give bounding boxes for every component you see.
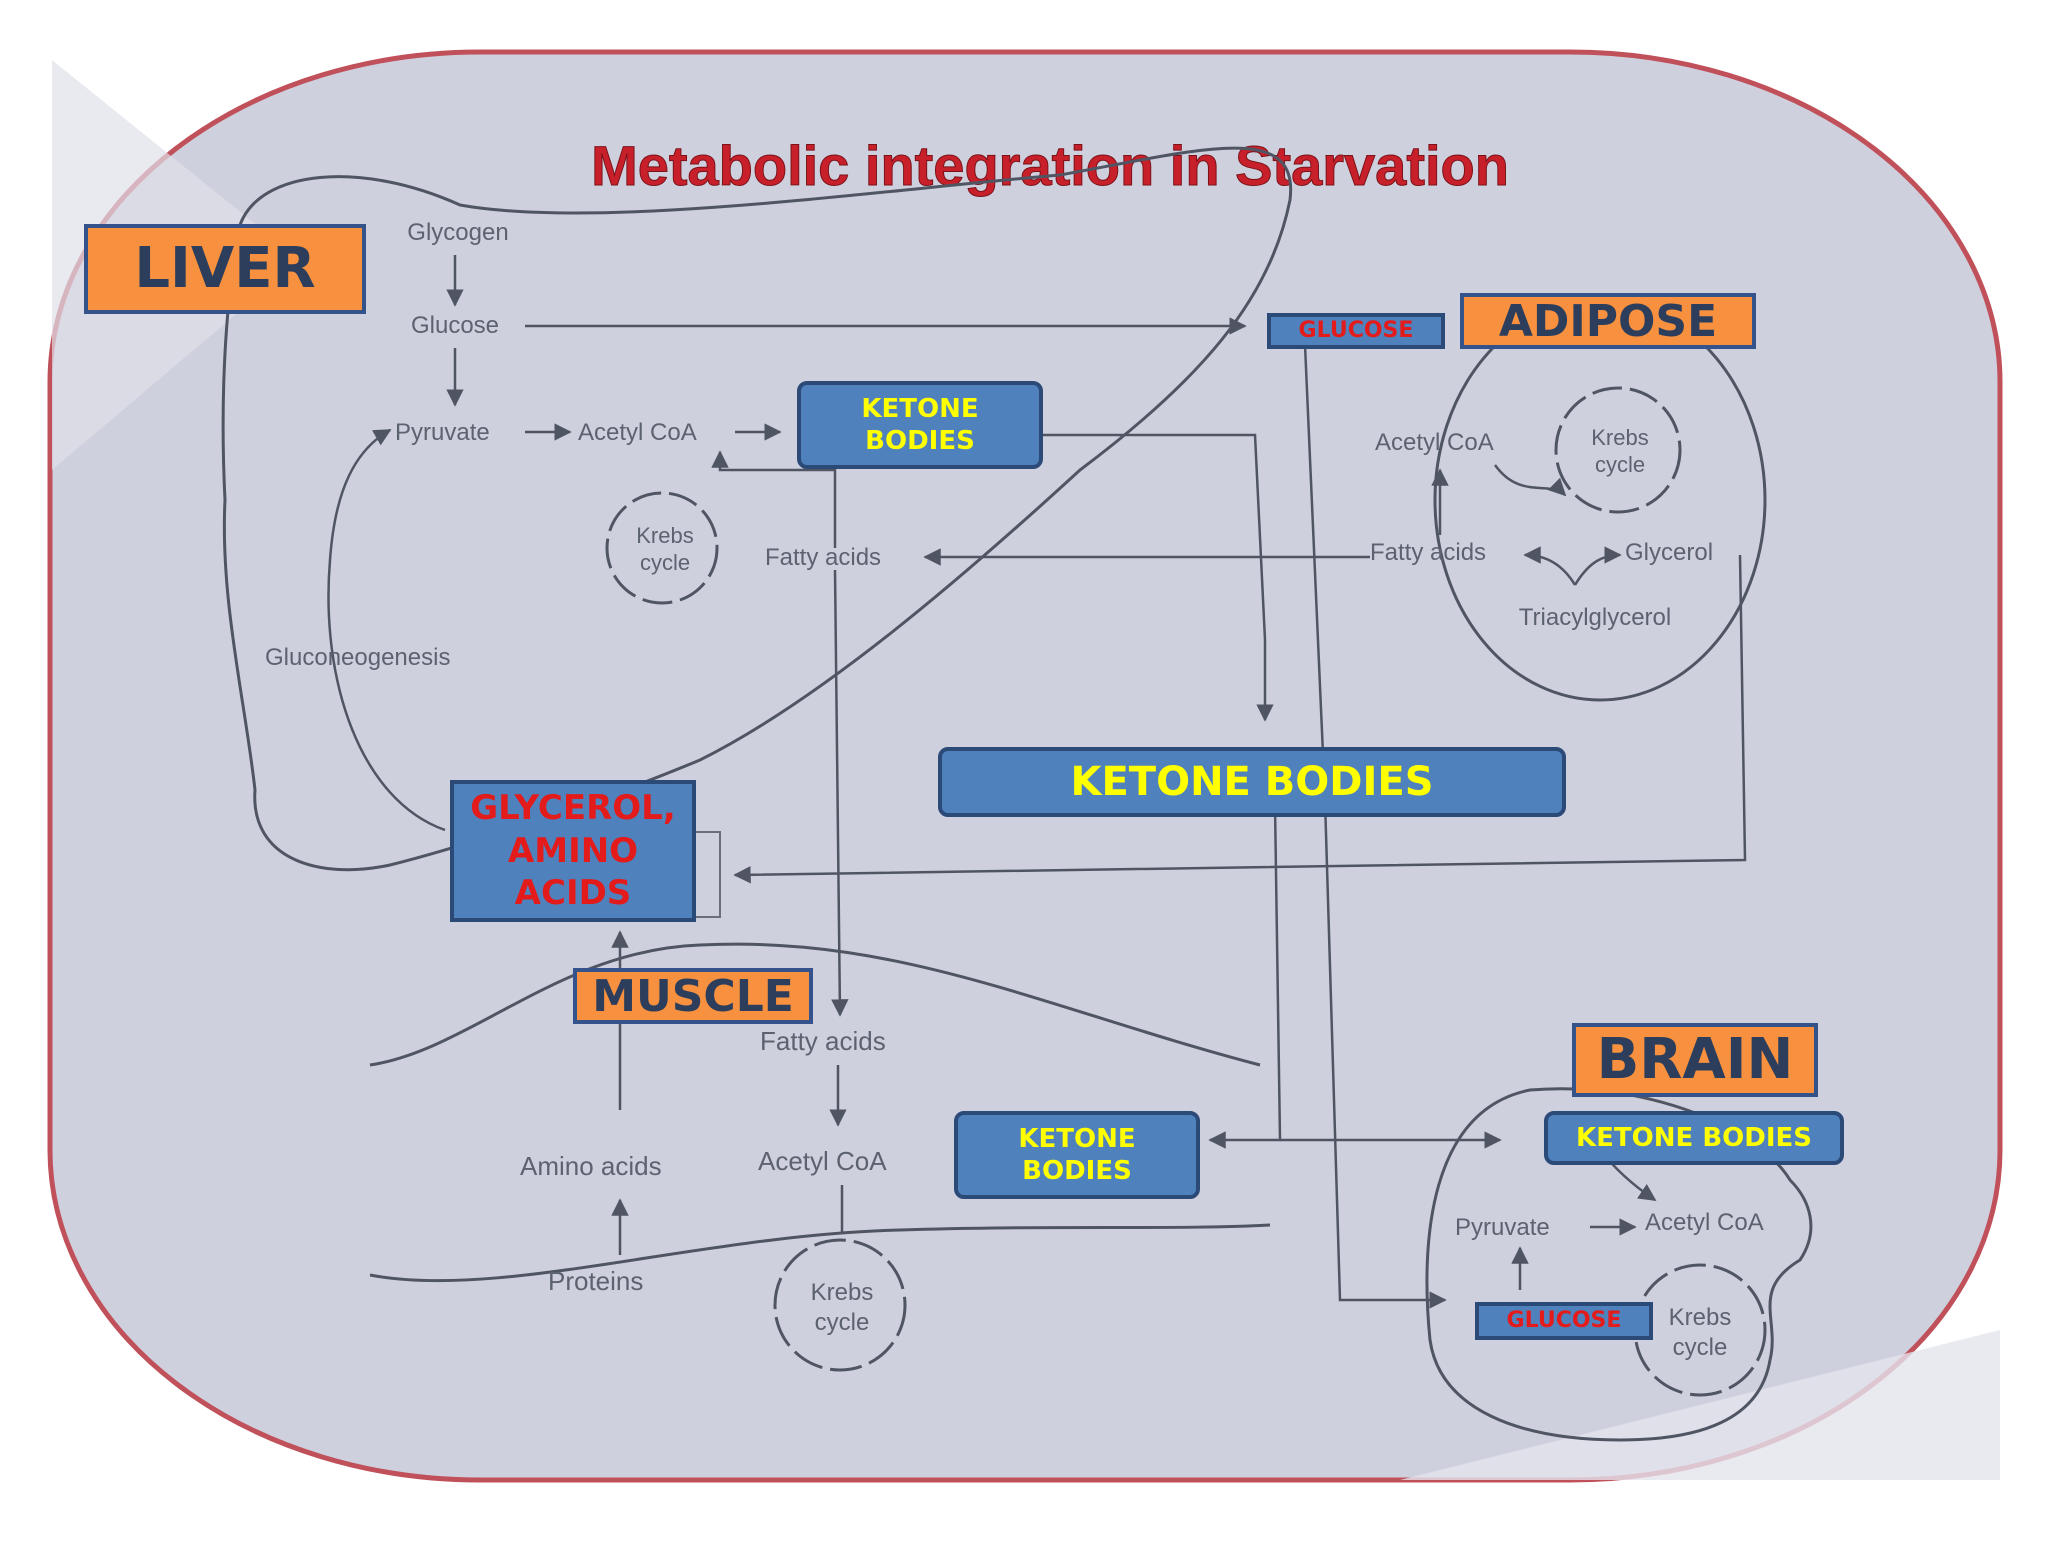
organ-label-liver: LIVER: [84, 224, 366, 314]
liver-glucose: Glucose: [411, 312, 499, 339]
arrow-glycerol-to-liver: [733, 554, 1747, 884]
brain-krebs-label-1: Krebs: [1669, 1304, 1732, 1331]
organ-label-adipose: ADIPOSE: [1460, 293, 1756, 349]
liver-boundary: [221, 146, 1293, 872]
decor-triangle-right: [1400, 1330, 2000, 1480]
adipose-krebs-cycle-circle: [1554, 386, 1682, 514]
brain-acetyl-coa: Acetyl CoA: [1645, 1209, 1764, 1236]
adipose-krebs-label-2: cycle: [1595, 452, 1645, 477]
muscle-lower-boundary: [369, 1223, 1271, 1283]
muscle-proteins: Proteins: [548, 1266, 643, 1296]
brain-glucose-label: GLUCOSE: [1475, 1302, 1653, 1340]
muscle-amino-acids: Amino acids: [520, 1151, 662, 1181]
liver-krebs-label-1: Krebs: [636, 523, 693, 548]
brain-ketone-bodies-box: KETONE BODIES: [1544, 1111, 1844, 1165]
muscle-krebs-label-2: cycle: [815, 1309, 870, 1336]
muscle-upper-boundary: [369, 942, 1261, 1067]
adipose-fatty-acids: Fatty acids: [1370, 539, 1486, 566]
muscle-fatty-acids: Fatty acids: [760, 1026, 886, 1056]
adipose-triacylglycerol: Triacylglycerol: [1519, 604, 1671, 631]
arrow-fattyacids-to-acetylcoa: [711, 450, 837, 548]
arrow-fattyacids-to-muscle: [831, 569, 849, 1017]
liver-krebs-cycle-circle: [605, 491, 719, 605]
muscle-acetyl-coa: Acetyl CoA: [758, 1146, 887, 1176]
liver-acetyl-coa: Acetyl CoA: [578, 419, 697, 446]
arrow-gluconeogenesis: [327, 428, 446, 832]
organ-label-brain: BRAIN: [1572, 1023, 1818, 1097]
liver-fatty-acids: Fatty acids: [765, 544, 881, 571]
muscle-krebs-cycle-circle: [773, 1238, 907, 1372]
adipose-glycerol: Glycerol: [1625, 539, 1713, 566]
arrow-glucose-to-brain: [1303, 344, 1447, 1309]
brain-krebs-label-2: cycle: [1673, 1334, 1728, 1361]
liver-pyruvate: Pyruvate: [395, 419, 490, 446]
liver-gluconeogenesis: Gluconeogenesis: [265, 644, 450, 671]
arrow-tag-fattyacids: [1523, 546, 1577, 586]
arrow-liver-ketones-out: [1030, 433, 1274, 722]
liver-ketone-bodies-box: KETONE BODIES: [797, 381, 1043, 469]
arrow-adipose-acetylcoa-krebs: [1493, 464, 1567, 497]
organ-label-muscle: MUSCLE: [573, 968, 813, 1024]
liver-glycogen: Glycogen: [407, 219, 508, 246]
adipose-glucose-label: GLUCOSE: [1267, 313, 1445, 349]
liver-krebs-label-2: cycle: [640, 550, 690, 575]
arrow-tag-glycerol: [1573, 546, 1622, 586]
muscle-krebs-label-1: Krebs: [811, 1279, 874, 1306]
glycerol-amino-acids-box: GLYCEROL, AMINO ACIDS: [450, 780, 696, 922]
adipose-krebs-label-1: Krebs: [1591, 425, 1648, 450]
brain-pyruvate: Pyruvate: [1455, 1214, 1550, 1241]
muscle-ketone-bodies-box: KETONE BODIES: [954, 1111, 1200, 1199]
adipose-acetyl-coa: Acetyl CoA: [1375, 429, 1494, 456]
diagram-title: Metabolic integration in Starvation: [591, 134, 1509, 197]
center-ketone-bodies-box: KETONE BODIES: [938, 747, 1566, 817]
